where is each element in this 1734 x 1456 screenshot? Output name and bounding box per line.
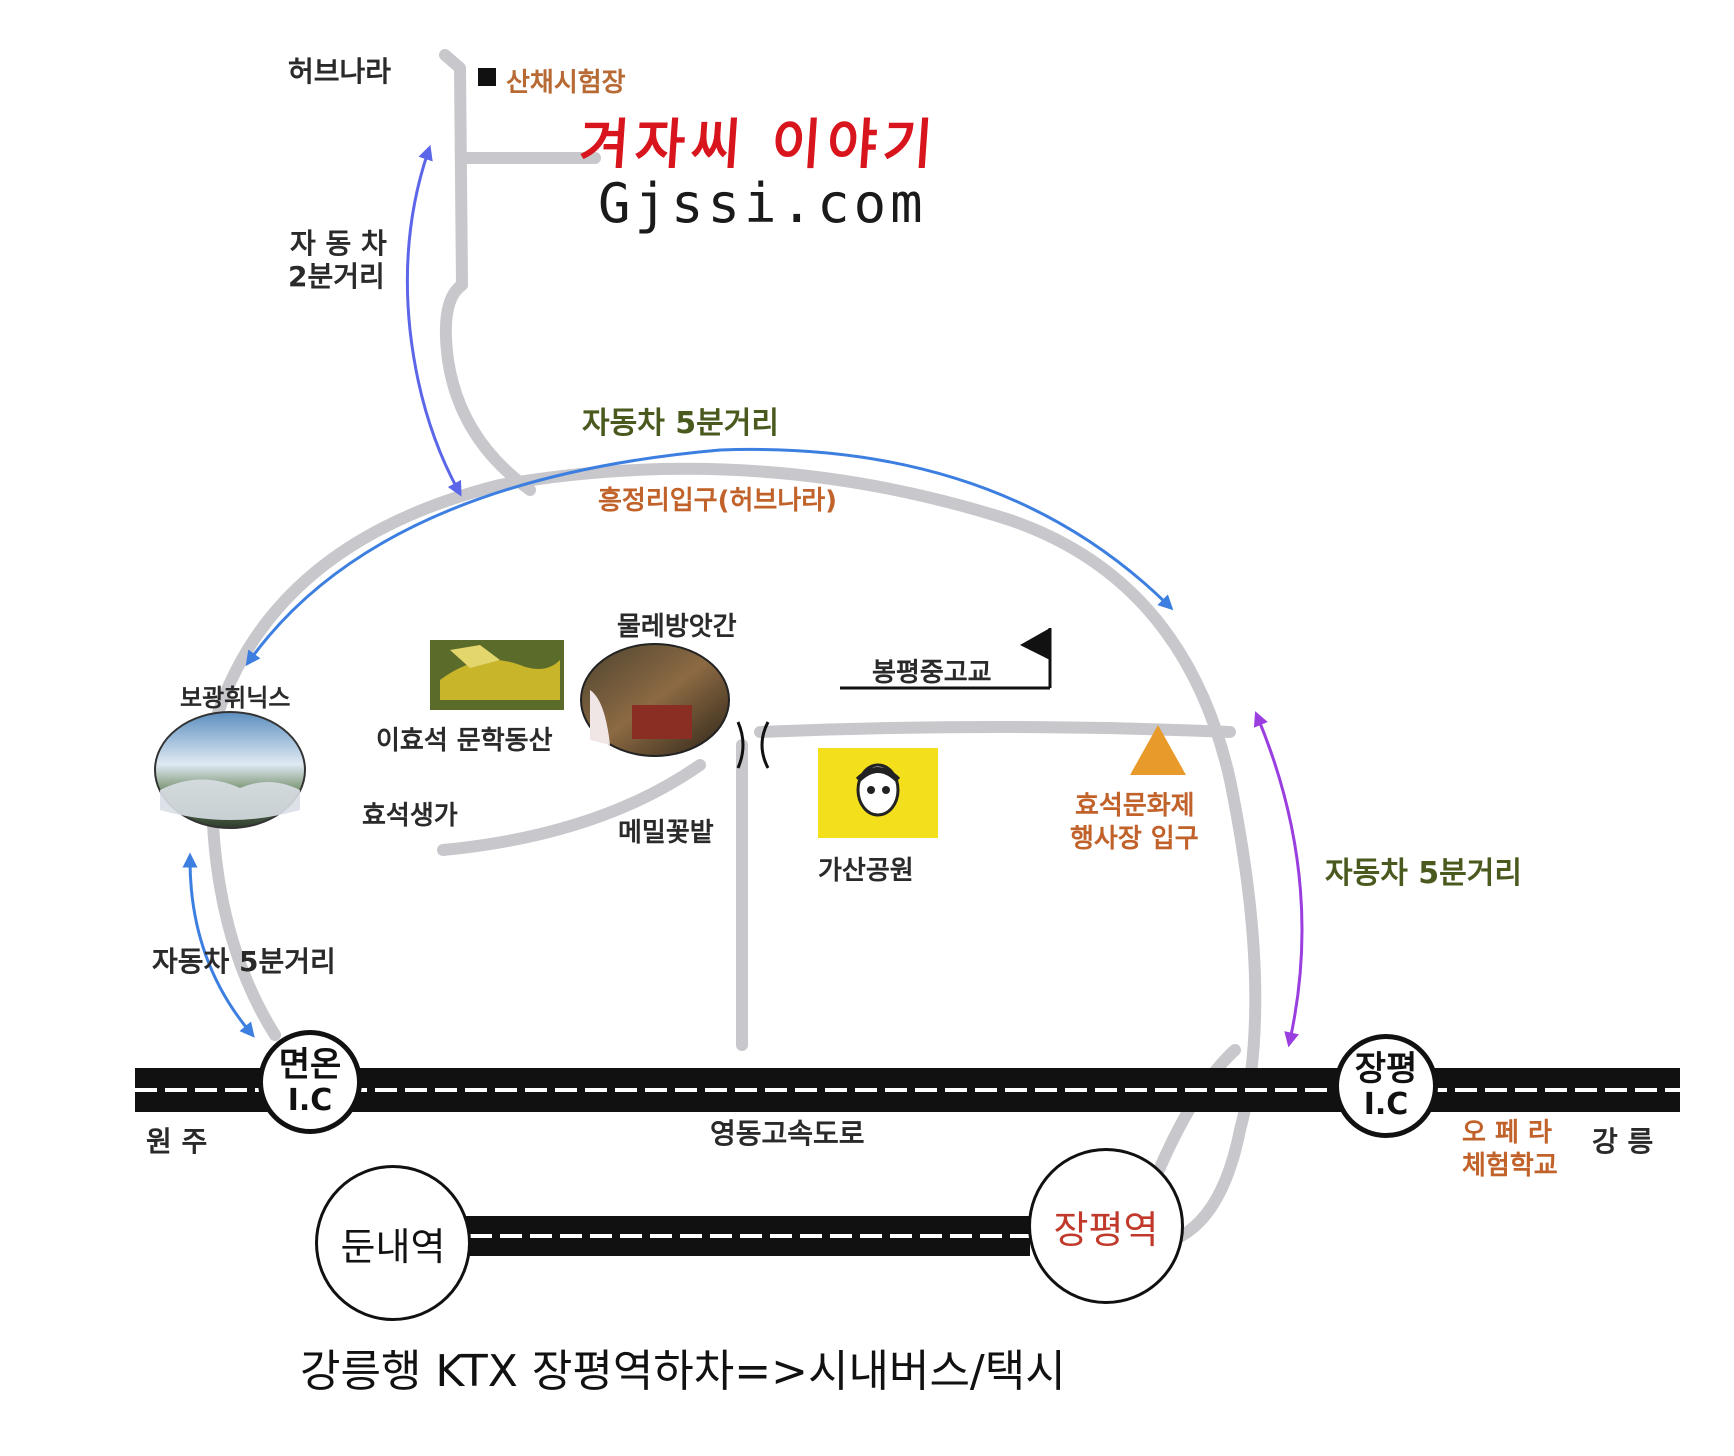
label-opera-line2: 체험학교 (1462, 1151, 1558, 1181)
interchange-myeonon[interactable]: 면온 I.C (258, 1030, 362, 1134)
label-opera-line1: 오 페 라 (1462, 1118, 1552, 1148)
label-gasan-park: 가산공원 (818, 856, 914, 886)
photo-mulle-bangatgan (580, 643, 730, 757)
road-herbnara (439, 49, 536, 496)
label-lee-hyoseok-park: 이효석 문학동산 (376, 726, 553, 756)
label-5min-right: 자동차 5분거리 (1325, 856, 1522, 891)
photo-gasan-portrait (818, 748, 938, 838)
label-festival-line2: 행사장 입구 (1070, 824, 1199, 854)
label-mulle-bangatgan: 물레방앗간 (617, 612, 737, 642)
road-myeonon (206, 794, 281, 1041)
label-5min-left: 자동차 5분거리 (152, 945, 336, 978)
square-marker-icon (478, 68, 496, 86)
label-yeongdong-expressway: 영동고속도로 (710, 1117, 865, 1150)
photo-bogwang-phoenix (154, 711, 306, 829)
brand-url: Gjssi.com (598, 172, 927, 235)
label-test-site: 산채시험장 (506, 68, 626, 98)
road-birthplace (437, 759, 706, 856)
arrow-5min-right (1253, 711, 1304, 1048)
arrow-5min-left (182, 852, 255, 1038)
label-2min-line2: 2분거리 (288, 260, 385, 293)
interchange-jangpyeong-sub: I.C (1363, 1087, 1409, 1122)
label-bongpyeong-school: 봉평중고교 (872, 658, 992, 688)
label-buckwheat-field: 메밀꽃밭 (618, 818, 714, 848)
label-wonju: 원 주 (146, 1125, 208, 1158)
station-dunnae[interactable]: 둔내역 (315, 1165, 471, 1321)
label-gangneung: 강 릉 (1592, 1125, 1654, 1158)
label-5min-top: 자동차 5분거리 (582, 406, 779, 441)
bridge-icon (736, 721, 770, 769)
flag-icon (840, 628, 1052, 690)
triangle-marker-icon (1130, 725, 1186, 775)
footer-note: 강릉행 KTX 장평역하차=>시내버스/택시 (300, 1346, 1066, 1397)
label-2min-line1: 자 동 차 (290, 227, 387, 260)
label-herb-nara: 허브나라 (288, 55, 392, 88)
label-hyoseok-birthplace: 효석생가 (362, 801, 458, 831)
label-bogwang-phoenix: 보광휘닉스 (180, 684, 291, 712)
yeongdong-expressway (135, 1068, 1680, 1112)
local-roads (204, 49, 1262, 1252)
label-festival-line1: 효석문화제 (1075, 791, 1195, 821)
station-dunnae-name: 둔내역 (340, 1224, 446, 1269)
interchange-jangpyeong-name: 장평 (1354, 1049, 1418, 1089)
interchange-myeonon-sub: I.C (287, 1083, 333, 1118)
arrow-5min-top (245, 447, 1174, 667)
station-jangpyeong[interactable]: 장평역 (1028, 1148, 1184, 1304)
arrow-2min (405, 144, 462, 497)
interchange-myeonon-name: 면온 (278, 1045, 342, 1085)
brand-title: 겨자씨 이야기 (577, 113, 941, 176)
photo-lee-hyoseok-park (430, 640, 564, 710)
ktx-rail (440, 1216, 1030, 1256)
station-jangpyeong-name: 장평역 (1053, 1207, 1159, 1252)
interchange-jangpyeong[interactable]: 장평 I.C (1334, 1034, 1438, 1138)
road-bongpyeong (754, 721, 1236, 738)
label-heungjeong-entrance: 흥정리입구(허브나라) (598, 486, 838, 516)
